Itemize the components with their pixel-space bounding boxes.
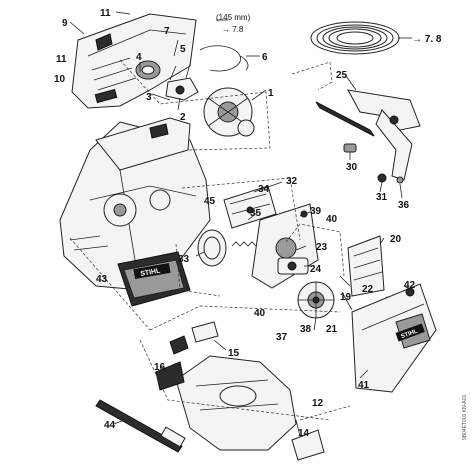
callout-22: 22 xyxy=(362,284,374,295)
stihl-logo-sprocket-cover: STIHL xyxy=(395,323,425,342)
hand-guard-hardware xyxy=(343,143,404,184)
callout-10: 10 xyxy=(54,74,66,85)
callout-30: 30 xyxy=(346,162,358,173)
stihl-logo-cover: STIHL xyxy=(133,262,171,280)
callout-41: 41 xyxy=(358,380,370,391)
callout-42: 42 xyxy=(404,280,416,291)
callout-33: 33 xyxy=(178,254,190,265)
air-filter xyxy=(135,60,161,80)
callout-36: 36 xyxy=(398,200,410,211)
callout-40-lower: 40 xyxy=(254,308,266,319)
callout-24: 24 xyxy=(310,264,322,275)
callout-39: 39 xyxy=(310,206,322,217)
callout-20: 20 xyxy=(390,234,402,245)
callout-9: 9 xyxy=(62,18,68,29)
oil-pump xyxy=(277,257,309,275)
top-cover-shroud xyxy=(71,13,197,109)
starter-pulley xyxy=(203,87,255,137)
brake-spring xyxy=(231,241,261,247)
intake-parts xyxy=(169,321,219,355)
callout-15: 15 xyxy=(228,348,240,359)
callout-4: 4 xyxy=(136,52,142,63)
drawing-code: 9B04ET001 KN-A01 xyxy=(462,394,468,440)
callout-11-top: 11 xyxy=(100,8,111,19)
callout-31: 31 xyxy=(376,192,388,203)
callout-25: 25 xyxy=(336,70,348,81)
callout-labels: 11 9 7 5 4 3 2 6 1 25 30 31 36 34 32 33 … xyxy=(54,8,468,440)
rear-handle-tank xyxy=(155,355,297,451)
callout-44: 44 xyxy=(104,420,116,431)
tank-cap xyxy=(291,429,325,461)
chain-brake-band xyxy=(223,185,277,229)
brake-disc xyxy=(197,229,227,267)
callout-3: 3 xyxy=(146,92,152,103)
callout-6: 6 xyxy=(262,52,268,63)
callout-7-8: → 7. 8 xyxy=(412,34,442,45)
callout-35: 35 xyxy=(250,208,262,219)
callout-38: 38 xyxy=(300,324,312,335)
callout-40-upper: 40 xyxy=(326,214,338,225)
svg-text:STIHL: STIHL xyxy=(400,328,419,340)
callout-45: 45 xyxy=(204,196,216,207)
clutch-sprocket xyxy=(297,281,335,319)
callout-19: 19 xyxy=(340,292,352,303)
fuel-hose xyxy=(199,45,249,72)
carburetor-assembly xyxy=(165,63,199,101)
callout-21: 21 xyxy=(326,324,338,335)
hand-guard xyxy=(315,89,421,181)
callout-32: 32 xyxy=(286,176,298,187)
callout-7: 7 xyxy=(164,26,170,37)
callout-16: 16 xyxy=(154,362,166,373)
callout-14: 14 xyxy=(298,428,310,439)
combination-wrench xyxy=(95,399,186,453)
dimension-ref: → 7.8 xyxy=(222,25,244,34)
crankcase-housing xyxy=(59,117,211,291)
callout-11-left: 11 xyxy=(56,54,67,65)
assembly-outlines xyxy=(69,59,351,421)
callout-43: 43 xyxy=(96,274,108,285)
callout-12: 12 xyxy=(312,398,324,409)
dimension-note: (145 mm) xyxy=(216,13,251,22)
callout-34: 34 xyxy=(258,184,270,195)
sprocket-cover xyxy=(351,283,437,393)
callout-37: 37 xyxy=(276,332,288,343)
callout-1: 1 xyxy=(268,88,274,99)
coiled-fuel-line xyxy=(310,21,400,55)
callout-2: 2 xyxy=(180,112,186,123)
callout-5: 5 xyxy=(180,44,186,55)
callout-23: 23 xyxy=(316,242,328,253)
svg-text:STIHL: STIHL xyxy=(140,267,162,278)
leader-lines xyxy=(69,11,413,437)
